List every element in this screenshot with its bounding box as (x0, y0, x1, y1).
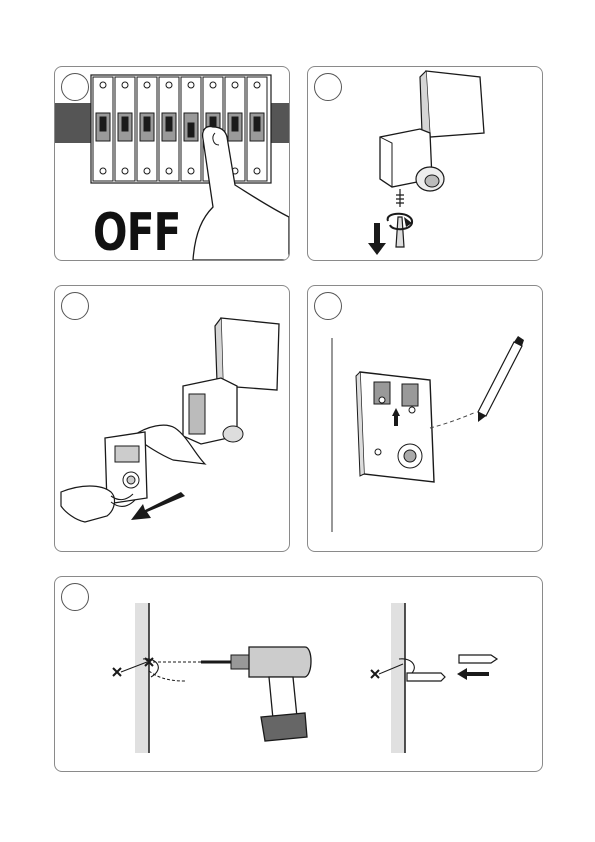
wall-plug-icon (407, 655, 497, 681)
left-hand (61, 486, 114, 522)
step-5-panel (54, 576, 543, 772)
drill-and-plugs-illustration (55, 577, 542, 771)
lamp-head (221, 318, 279, 390)
remove-plate-illustration (55, 286, 289, 551)
down-arrow-icon (368, 223, 386, 255)
step-1-panel: OFF (54, 66, 290, 261)
wall-section-right (391, 603, 405, 753)
floodlight-unscrew-illustration (308, 67, 542, 260)
screwdriver-icon (396, 217, 404, 247)
cross-mark-icon (113, 668, 121, 676)
step-4-panel (307, 285, 543, 552)
step-3-number-badge (61, 292, 89, 320)
pencil-icon (478, 336, 524, 422)
mark-holes-illustration (308, 286, 542, 551)
screw-icon (396, 189, 404, 207)
off-label: OFF (93, 203, 181, 261)
mounting-plate (360, 372, 434, 482)
step-4-number-badge (314, 292, 342, 320)
step-2-panel (307, 66, 543, 261)
step-3-panel (54, 285, 290, 552)
step-1-number-badge (61, 73, 89, 101)
drill-icon (201, 647, 311, 741)
lamp-head (426, 71, 484, 137)
wall-section-left (135, 603, 149, 753)
insert-arrow-icon (457, 668, 489, 680)
step-2-number-badge (314, 73, 342, 101)
step-5-number-badge (61, 583, 89, 611)
